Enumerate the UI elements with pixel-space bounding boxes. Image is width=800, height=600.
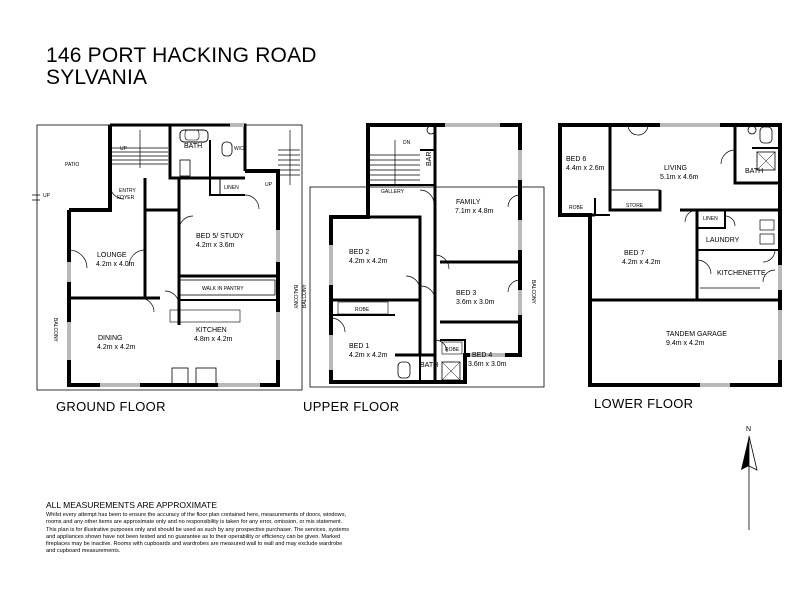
north-arrow: N [741,426,758,530]
upper-floor-plan [309,123,545,388]
ground-floor-plan [32,123,303,391]
upper-dn-label: DN [403,140,411,146]
disclaimer-title: ALL MEASUREMENTS ARE APPROXIMATE [46,500,217,510]
ground-windows [67,123,280,387]
address-line-1: 146 PORT HACKING ROAD [46,44,317,67]
ground-lounge-size: 4.2m x 4.0m [96,261,135,268]
lower-garage-size: 9.4m x 4.2m [666,340,705,347]
ground-wc-label: W/C [234,146,244,152]
address-line-2: SYLVANIA [46,66,148,89]
lower-garage-label: TANDEM GARAGE [666,331,727,338]
lower-bed7-size: 4.2m x 4.2m [622,259,661,266]
lower-living-label: LIVING [664,165,687,172]
ground-up-stair-label: UP [120,146,128,152]
upper-family-size: 7.1m x 4.8m [455,208,494,215]
upper-bed4-label: BED 4 [472,352,492,359]
lower-bed6-label: BED 6 [566,156,586,163]
ground-dining-label: DINING [98,335,123,342]
lower-laundry-label: LAUNDRY [706,237,740,244]
ground-up-right-label: UP [265,182,273,188]
upper-windows [329,123,522,370]
upper-gallery-label: GALLERY [381,189,405,195]
ground-foyer-label: FOYER [117,195,135,201]
lower-floor-label: LOWER FLOOR [594,396,694,411]
ground-balcony-right-label: BALCONY [292,285,298,310]
upper-bed3-label: BED 3 [456,290,476,297]
upper-family-label: FAMILY [456,199,481,206]
ground-kitchen-label: KITCHEN [196,327,227,334]
ground-balcony-left-label: BALCONY [52,318,58,343]
upper-bath-label: BATH [420,362,438,369]
ground-bath-label: BATH [184,143,202,150]
ground-entry-label: ENTRY [119,188,137,194]
ground-lounge-label: LOUNGE [97,252,127,259]
upper-bed2-label: BED 2 [349,249,369,256]
disclaimer-body: Whilst every attempt has been to ensure … [46,512,350,555]
lower-robe-label: ROBE [569,205,584,211]
upper-robe2-label: ROBE [445,347,460,353]
ground-up-left-label: UP [43,193,51,199]
upper-bed1-label: BED 1 [349,343,369,350]
ground-linen-label: LINEN [224,185,239,191]
lower-bed7-label: BED 7 [624,250,644,257]
upper-bed2-size: 4.2m x 4.2m [349,258,388,265]
ground-floor-label: GROUND FLOOR [56,399,166,414]
lower-living-size: 5.1m x 4.6m [660,174,699,181]
lower-store-label: STORE [626,203,644,209]
ground-walkin-pantry-label: WALK IN PANTRY [202,286,244,292]
lower-floor-plan [558,123,782,387]
ground-dining-size: 4.2m x 4.2m [97,344,136,351]
ground-kitchen-size: 4.8m x 4.2m [194,336,233,343]
upper-robe-label: ROBE [355,307,370,313]
lower-bed6-size: 4.4m x 2.6m [566,165,605,172]
upper-bed4-size: 3.6m x 3.0m [468,361,507,368]
ground-bed5-label: BED 5/ STUDY [196,233,244,240]
ground-bed5-size: 4.2m x 3.6m [196,242,235,249]
upper-bed1-size: 4.2m x 4.2m [349,352,388,359]
lower-kitchenette-label: KITCHENETTE [717,270,766,277]
lower-linen-label: LINEN [703,216,718,222]
lower-bath-label: BATH [745,168,763,175]
upper-bed3-size: 3.6m x 3.0m [456,299,495,306]
upper-balcony-right-label: BALCONY [530,280,536,305]
ground-patio-label: PATIO [65,162,79,168]
upper-bar-label: BAR [426,152,433,166]
north-label: N [746,426,751,433]
upper-balcony-left-label: BALCONY [302,283,308,308]
upper-floor-label: UPPER FLOOR [303,399,400,414]
lower-windows [660,123,782,387]
